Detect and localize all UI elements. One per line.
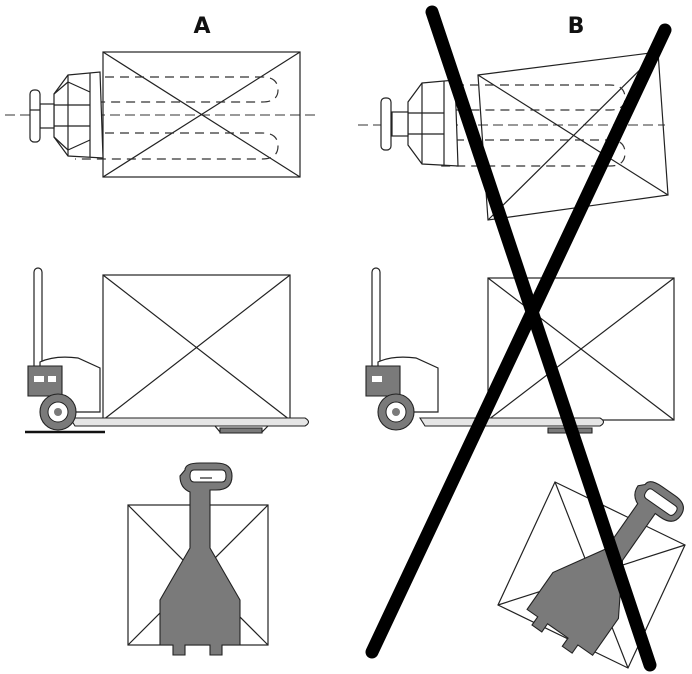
panel-b-top-view bbox=[358, 51, 669, 221]
cross-stroke bbox=[365, 23, 672, 659]
panel-b-label: B bbox=[567, 14, 585, 39]
truck-detail bbox=[391, 111, 409, 137]
truck-detail bbox=[219, 427, 263, 434]
big-x-cross-icon bbox=[365, 5, 672, 672]
handle-bar-b bbox=[380, 97, 392, 151]
panel-b-side-view bbox=[365, 267, 675, 434]
fork-b-side bbox=[419, 417, 605, 427]
truck-detail bbox=[644, 488, 678, 516]
load-diagonal bbox=[102, 51, 301, 178]
handle-hub-a bbox=[39, 103, 55, 129]
truck-detail bbox=[48, 376, 56, 382]
pump-unit-a bbox=[27, 365, 63, 397]
load-box-a-top bbox=[102, 51, 301, 178]
panel-a-label: A bbox=[193, 14, 211, 39]
truck-detail bbox=[365, 365, 401, 397]
load-diagonal bbox=[487, 51, 659, 221]
panel-a-side-view bbox=[25, 267, 310, 434]
panel-a-top-view bbox=[5, 51, 320, 178]
pallet-truck-a-bottom bbox=[159, 462, 241, 656]
fork-right-a bbox=[75, 132, 279, 160]
handle-bar-a bbox=[29, 89, 41, 143]
truck-detail bbox=[526, 481, 684, 657]
truck-head-b bbox=[407, 79, 459, 167]
truck-detail bbox=[34, 376, 44, 382]
load-diagonal bbox=[487, 277, 675, 421]
fork-a-side bbox=[69, 417, 310, 427]
load-diagonal bbox=[477, 74, 669, 196]
truck-detail bbox=[53, 81, 91, 151]
fork-left-a bbox=[75, 76, 279, 103]
panel-b-bottom-view bbox=[497, 481, 686, 669]
cross-stroke bbox=[425, 5, 657, 672]
truck-detail bbox=[372, 376, 382, 382]
truck-detail bbox=[189, 469, 227, 483]
pallet-truck-b-bottom bbox=[526, 481, 684, 657]
truck-detail bbox=[54, 408, 62, 416]
load-diagonal bbox=[102, 274, 291, 421]
truck-detail bbox=[392, 408, 400, 416]
panel-a-bottom-view bbox=[127, 462, 269, 656]
